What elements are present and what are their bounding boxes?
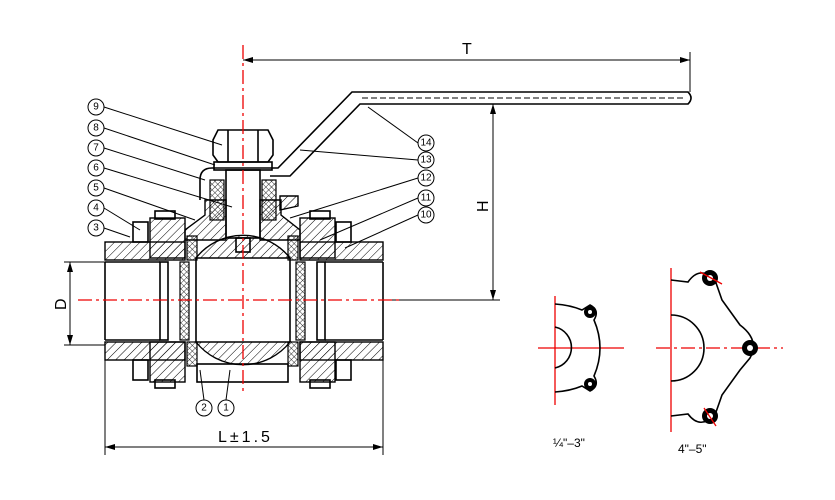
- dimension-l: L±1.5: [104, 360, 384, 455]
- handle: [199, 91, 692, 200]
- svg-text:5: 5: [93, 183, 99, 194]
- svg-text:12: 12: [420, 173, 432, 184]
- callout-13: 13: [417, 151, 435, 169]
- dimension-l-label: L±1.5: [218, 429, 273, 446]
- dimension-d-label: D: [53, 298, 70, 310]
- callout-5: 5: [87, 179, 105, 197]
- svg-text:2: 2: [201, 403, 207, 414]
- svg-text:9: 9: [93, 102, 99, 113]
- svg-text:4: 4: [93, 203, 99, 214]
- callout-7: 7: [87, 139, 105, 157]
- callout-11: 11: [417, 189, 435, 207]
- svg-text:3: 3: [93, 223, 99, 234]
- end-view-small: ¼"–3": [538, 296, 624, 450]
- callout-3: 3: [87, 219, 105, 237]
- svg-text:14: 14: [420, 138, 432, 149]
- end-view-large: 4"–5": [656, 268, 783, 456]
- svg-text:6: 6: [93, 163, 99, 174]
- dimension-h-label: H: [475, 200, 492, 212]
- callout-14: 14: [417, 134, 435, 152]
- svg-text:7: 7: [93, 143, 99, 154]
- svg-text:11: 11: [421, 193, 432, 204]
- size-label-large: 4"–5": [678, 442, 707, 456]
- dimension-d: D: [53, 261, 105, 346]
- valve-body: [104, 210, 384, 389]
- callout-12: 12: [417, 169, 435, 187]
- callout-leaders: [103, 106, 419, 401]
- callout-8: 8: [87, 119, 105, 137]
- dimension-t: T: [243, 41, 691, 92]
- callout-1: 1: [217, 399, 235, 417]
- callout-10: 10: [417, 206, 435, 224]
- callout-9: 9: [87, 98, 105, 116]
- size-label-small: ¼"–3": [553, 436, 585, 450]
- dimension-t-label: T: [462, 41, 472, 58]
- svg-text:13: 13: [420, 155, 432, 166]
- svg-text:1: 1: [223, 403, 229, 414]
- dimension-h: H: [390, 103, 505, 301]
- callout-2: 2: [195, 399, 213, 417]
- svg-text:10: 10: [420, 210, 432, 221]
- callout-4: 4: [87, 199, 105, 217]
- callout-6: 6: [87, 159, 105, 177]
- svg-text:8: 8: [93, 123, 99, 134]
